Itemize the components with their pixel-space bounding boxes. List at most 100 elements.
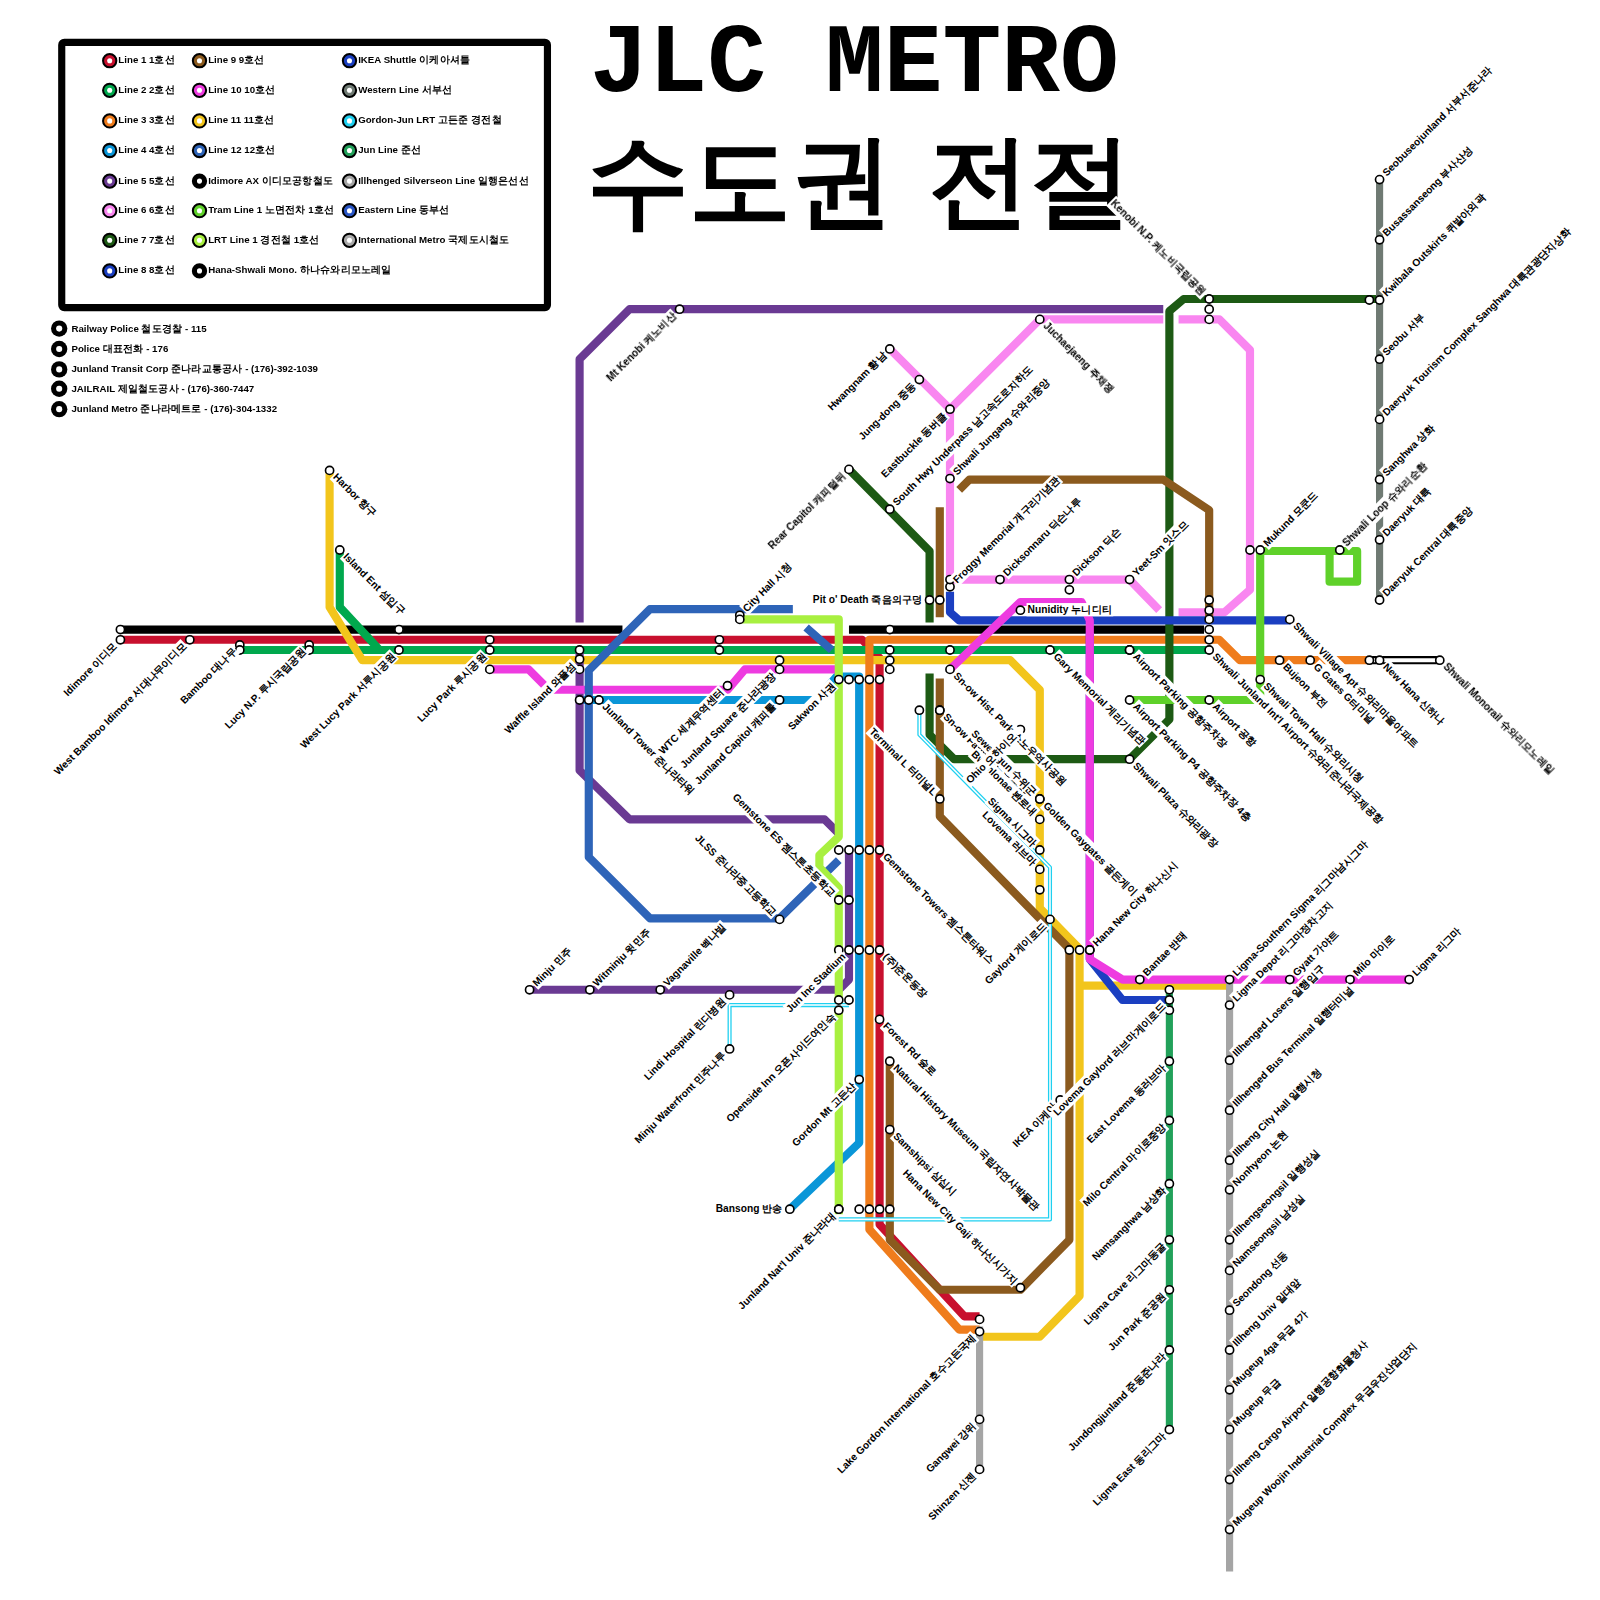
station-dot xyxy=(776,915,784,923)
legend-entry: Line 8 8호선 xyxy=(102,261,175,277)
station-dot xyxy=(835,996,843,1004)
swatch-center xyxy=(197,208,202,213)
station-dot xyxy=(1036,315,1044,323)
legend-text: Idimore AX 이디모공항철도 xyxy=(208,175,333,186)
station-dot xyxy=(486,665,494,673)
station-name: Ligma 리그마 xyxy=(1408,924,1464,980)
legend-entry: Idimore AX 이디모공항철도 xyxy=(192,171,333,187)
station-dot xyxy=(1126,755,1134,763)
swatch-center xyxy=(347,148,352,153)
legend-text: Line 9 9호선 xyxy=(208,54,265,65)
station-dot xyxy=(946,646,954,654)
station-name: Hana New City 하나신시 xyxy=(1089,858,1181,950)
station-dot xyxy=(1205,626,1213,634)
station-dot xyxy=(1126,646,1134,654)
station-dot xyxy=(1076,946,1084,954)
station-dot xyxy=(1036,795,1044,803)
station-dot xyxy=(1036,846,1044,854)
station-dot xyxy=(656,986,664,994)
legend-text: International Metro 국제도시철도 xyxy=(358,234,509,245)
station-name: Bantae 반태 xyxy=(1139,928,1190,979)
station-dot xyxy=(736,615,744,623)
station-dot xyxy=(1136,976,1144,984)
station-dot xyxy=(486,636,494,644)
legend-text: LRT Line 1 경전철 1호선 xyxy=(208,234,319,245)
station-name: Kenobi N.P. 케노비국립공원 xyxy=(1107,196,1210,299)
legend-swatch xyxy=(192,143,207,158)
legend-entry: Line 10 10호선 xyxy=(192,81,276,97)
station-dot xyxy=(1205,305,1213,313)
station-dot xyxy=(1205,636,1213,644)
station-name: Kwibala Outskirts 퀴발아외곽 xyxy=(1379,190,1489,300)
contact-entry: Junland Transit Corp 준나라교통공사 - (176)-392… xyxy=(71,362,318,375)
station-dot xyxy=(486,646,494,654)
station-dot xyxy=(845,996,853,1004)
station-dot xyxy=(116,636,124,644)
contact-entry: JAILRAIL 제일철도공사 - (176)-360-7447 xyxy=(71,382,254,395)
station-dot xyxy=(1205,315,1213,323)
swatch-center xyxy=(107,119,112,124)
station-dot xyxy=(585,696,593,704)
station-dot xyxy=(1375,236,1383,244)
swatch-center xyxy=(197,88,202,93)
station-dot xyxy=(936,706,944,714)
swatch-center xyxy=(197,58,202,63)
station-dot xyxy=(1226,1266,1234,1274)
station-dot xyxy=(926,596,934,604)
station-dot xyxy=(726,1045,734,1053)
station-name: Nunidity 누니디티 xyxy=(1027,603,1114,616)
station-dot xyxy=(326,466,334,474)
legend-swatch xyxy=(342,143,357,158)
station-dot xyxy=(886,646,894,654)
station-dot xyxy=(1256,676,1264,684)
station-dot xyxy=(845,465,853,473)
station-dot xyxy=(855,676,863,684)
station-dot xyxy=(1086,946,1094,954)
legend-swatch xyxy=(102,143,117,158)
station-dot xyxy=(186,636,194,644)
legend-text: IKEA Shuttle 이케아셔틀 xyxy=(358,54,470,65)
legend-text: Western Line 서부선 xyxy=(358,84,452,95)
legend-text: Line 2 2호선 xyxy=(118,84,175,95)
station-dot xyxy=(1205,646,1213,654)
legend-swatch xyxy=(192,264,207,279)
station-dot xyxy=(715,636,723,644)
station-dot xyxy=(336,546,344,554)
station-dot xyxy=(1226,1425,1234,1433)
station-dot xyxy=(1226,1475,1234,1483)
legend-swatch xyxy=(192,114,207,129)
contact-entry: Police 대표전화 - 176 xyxy=(71,342,168,355)
station-name: Seobuseojunland 서부서준나라 xyxy=(1379,63,1495,179)
legend-text: Line 12 12호선 xyxy=(208,144,275,155)
station-dot xyxy=(395,646,403,654)
rail-line xyxy=(490,602,1409,980)
station-dot xyxy=(715,646,723,654)
station-name: Vagnaville 벡나빌 xyxy=(659,920,729,990)
rail-line xyxy=(330,470,1230,1336)
station-dot xyxy=(876,946,884,954)
legend-entry: Line 11 11호선 xyxy=(192,111,275,127)
station-name: Rear Capitol 캐피털뒤 xyxy=(765,469,849,553)
station-name: (주)준운동장 xyxy=(880,949,932,1001)
station-dot xyxy=(1046,915,1054,923)
legend-entry: Line 3 3호선 xyxy=(102,111,175,127)
map-subtitle: 수도권 전절 xyxy=(587,120,1133,242)
station-dot xyxy=(1126,696,1134,704)
legend-text: Line 6 6호선 xyxy=(118,204,175,215)
station-dot xyxy=(576,655,584,663)
station-dot xyxy=(1036,815,1044,823)
station-dot xyxy=(835,676,843,684)
station-dot xyxy=(1226,1056,1234,1064)
station-dot xyxy=(1276,656,1284,664)
station-dot xyxy=(886,656,894,664)
swatch-center xyxy=(197,119,202,124)
station-dot xyxy=(876,676,884,684)
station-dot xyxy=(1165,1180,1173,1188)
station-name: West Bamboo Idimore 서대나무이디모 xyxy=(50,639,189,778)
station-dot xyxy=(1226,1186,1234,1194)
legend-text: Line 3 3호선 xyxy=(118,115,175,126)
station-dot xyxy=(726,991,734,999)
contact-icon xyxy=(51,381,67,397)
legend-swatch xyxy=(342,203,357,218)
station-dot xyxy=(1226,1236,1234,1244)
